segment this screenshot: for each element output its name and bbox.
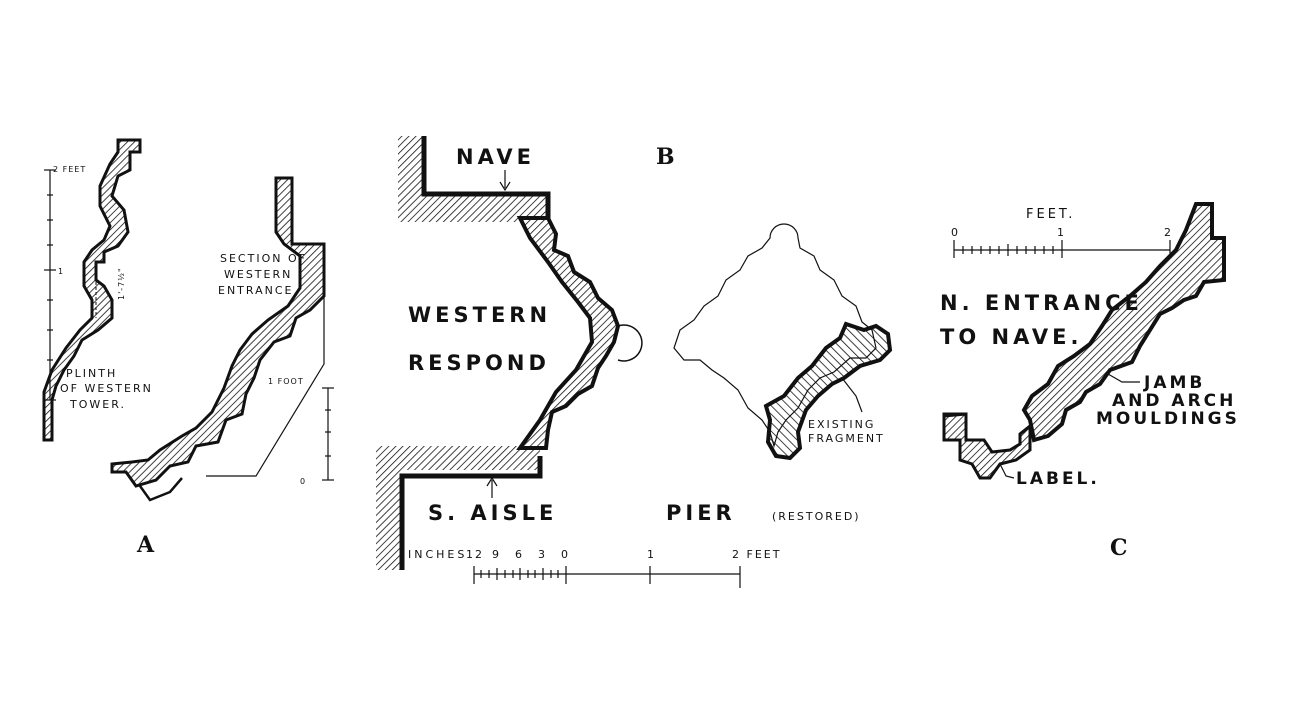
fragment-label-2: FRAGMENT xyxy=(808,432,885,445)
scale-feet: 2 FEET xyxy=(732,548,781,561)
figure-c-tick-0: 0 xyxy=(951,226,960,239)
existing-fragment xyxy=(763,321,893,461)
figure-a-dimension: 1'-7½" xyxy=(117,267,126,300)
nave-wall-upper xyxy=(398,136,548,222)
jamb-moulding-profile xyxy=(1021,202,1226,443)
section-label-3: ENTRANCE. xyxy=(218,284,299,297)
entrance-construction-line xyxy=(206,296,325,477)
foot-zero: 0 xyxy=(300,477,306,486)
pier-label: PIER xyxy=(666,501,736,525)
figure-c-tick-2: 2 xyxy=(1164,226,1173,239)
entrance-section-profile xyxy=(110,176,326,488)
jamb-label-3: MOULDINGS xyxy=(1096,409,1240,429)
western-label: WESTERN xyxy=(408,303,551,327)
section-label-2: WESTERN xyxy=(224,268,292,281)
scale-tick-12: 12 xyxy=(466,548,484,561)
figure-a-foot-scale xyxy=(322,387,334,481)
s-aisle-label: S. AISLE xyxy=(428,501,557,525)
scale-tick-0: 0 xyxy=(561,548,570,561)
plinth-profile xyxy=(42,138,142,442)
aisle-wall-lower xyxy=(376,446,540,570)
scale-tick-6: 6 xyxy=(515,548,524,561)
jamb-label-1: JAMB xyxy=(1143,373,1205,393)
figure-c-letter: C xyxy=(1110,535,1128,561)
western-respond xyxy=(516,216,621,450)
scale-inches: INCHES xyxy=(408,548,467,561)
section-label-1: SECTION OF xyxy=(220,252,307,265)
figure-a-scale-mid: 1 xyxy=(58,267,64,276)
jamb-label-2: AND ARCH xyxy=(1112,391,1236,411)
respond-label: RESPOND xyxy=(408,351,550,375)
figure-b: NAVE WESTERN RESPOND S. AISLE PIER (REST… xyxy=(376,136,893,588)
fragment-label-1: EXISTING xyxy=(808,418,875,431)
figure-c-scale-title: FEET. xyxy=(1026,207,1075,222)
figure-a: 2 FEET 1 1'-7½" PLINTH OF WESTERN TOWER.… xyxy=(42,138,334,558)
figure-a-letter: A xyxy=(136,532,155,558)
figure-a-scale-top: 2 FEET xyxy=(53,165,86,174)
label-label: LABEL. xyxy=(1016,469,1100,489)
nave-label: NAVE xyxy=(456,145,535,169)
plinth-label-3: TOWER. xyxy=(69,398,126,411)
restored-label: (RESTORED) xyxy=(772,510,861,523)
scale-tick-9: 9 xyxy=(492,548,501,561)
entrance-label-1: N. ENTRANCE xyxy=(940,291,1143,315)
scale-tick-1: 1 xyxy=(647,548,656,561)
foot-label: 1 FOOT xyxy=(268,377,304,386)
plinth-label-1: PLINTH xyxy=(66,367,117,380)
scale-tick-3: 3 xyxy=(538,548,547,561)
figure-c: FEET. 0 1 2 N. ENTRANCE TO NAVE. J xyxy=(940,202,1240,561)
plinth-label-2: OF WESTERN xyxy=(60,382,153,395)
figure-b-letter: B xyxy=(656,144,675,170)
figure-c-scale xyxy=(953,240,1171,258)
figure-c-tick-1: 1 xyxy=(1057,226,1066,239)
entrance-label-2: TO NAVE. xyxy=(940,325,1082,349)
figure-b-scale xyxy=(473,566,741,588)
